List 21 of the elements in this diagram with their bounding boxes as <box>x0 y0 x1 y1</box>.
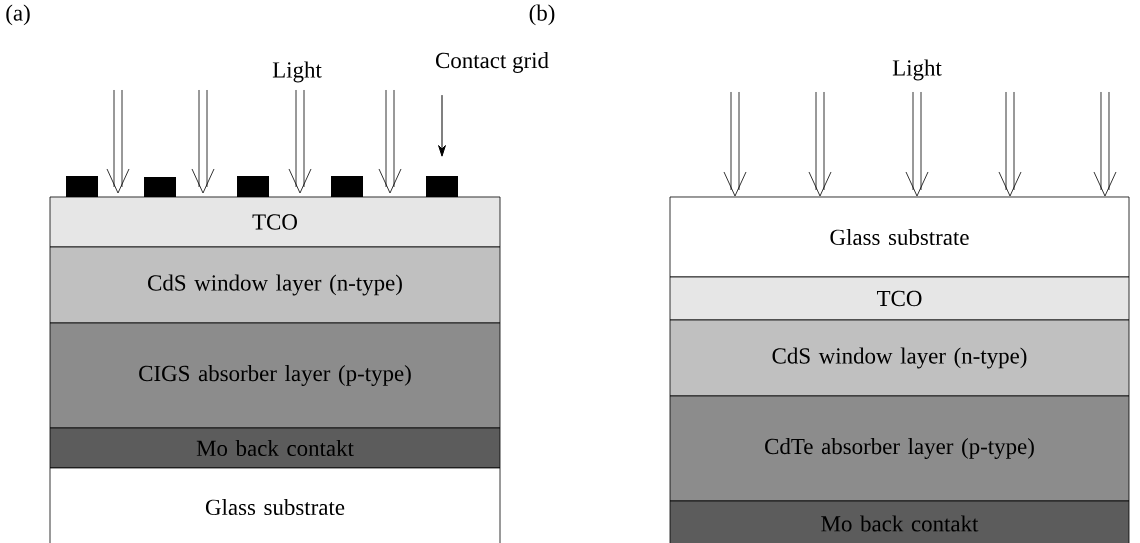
layer-box: TCO <box>49 196 501 248</box>
arrow <box>438 94 446 157</box>
layer-box: CdTe absorber layer (p-type) <box>669 395 1130 502</box>
light-label: Light <box>272 61 322 83</box>
contact-pad <box>331 176 363 197</box>
layer-box: CdS window layer (n-type) <box>669 319 1130 397</box>
layer-box: Mo back contakt <box>669 500 1130 543</box>
contact-pad <box>426 176 458 197</box>
panel-label: (a) <box>6 4 30 26</box>
panel-label: (b) <box>529 4 555 26</box>
layer-box: CdS window layer (n-type) <box>49 246 501 324</box>
layer-box: CIGS absorber layer (p-type) <box>49 322 501 429</box>
layer-box: Glass substrate <box>669 196 1130 278</box>
layer-box: TCO <box>669 276 1130 321</box>
contact-pad <box>66 176 98 197</box>
layer-box: Glass substrate <box>49 467 501 543</box>
layer-box: Mo back contakt <box>49 427 501 469</box>
contact-pad <box>144 177 176 197</box>
light-label: Light <box>892 59 942 81</box>
contact-pad <box>237 176 269 197</box>
contact-grid-label: Contact grid <box>436 52 549 73</box>
